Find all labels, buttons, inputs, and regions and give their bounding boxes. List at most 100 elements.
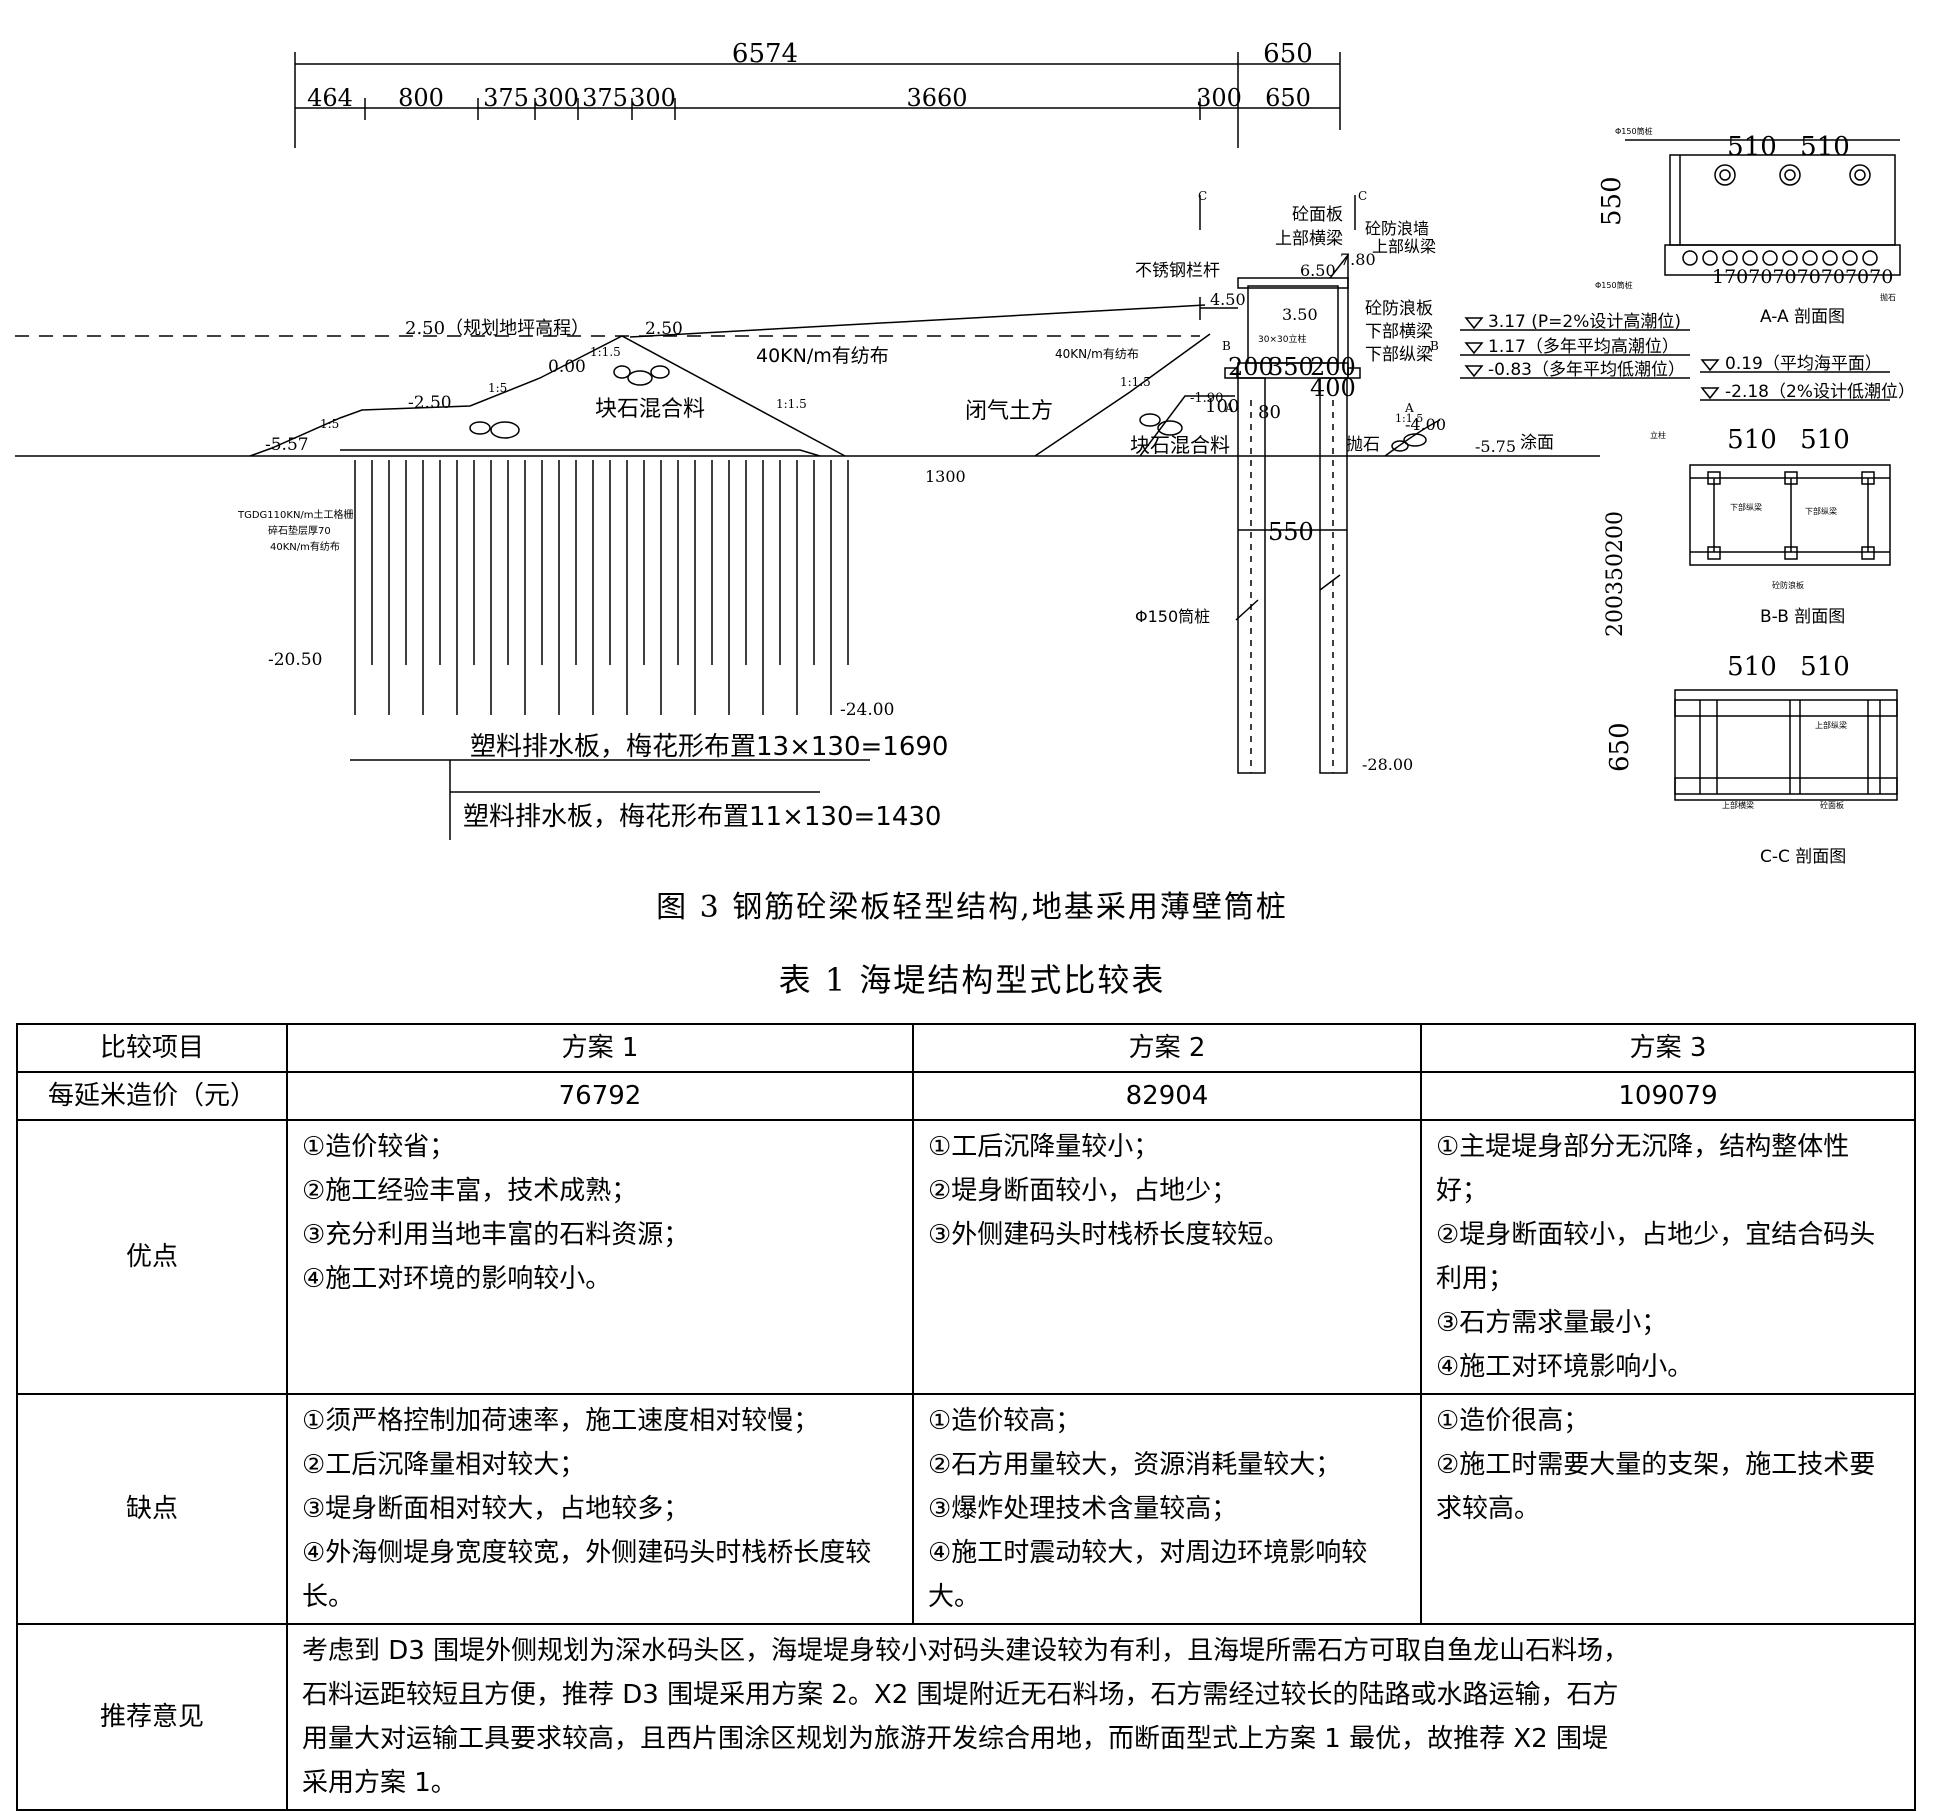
label-drain-1: 塑料排水板，梅花形布置13×130=1690 (470, 732, 948, 762)
pros-plan3: ①主堤堤身部分无沉降，结构整体性好； ②堤身断面较小，占地少，宜结合码头利用； … (1420, 1119, 1916, 1395)
dim-seg: 375 (582, 84, 628, 112)
water-level-text: -0.83（多年平均低潮位） (1488, 360, 1685, 380)
elevation-labels: 2.50（规划地坪高程） 2.50 -2.50 0.00 -5.57 -20.5… (265, 250, 1516, 774)
figure-caption: 图 3 钢筋砼梁板轻型结构,地基采用薄壁筒桩 (656, 890, 1288, 925)
cons-plan3: ①造价很高； ②施工时需要大量的支架，施工技术要求较高。 (1420, 1393, 1916, 1625)
label-dim-550: 550 (1268, 518, 1314, 546)
aa-dim-510b: 510 (1800, 132, 1850, 162)
list-item: ①造价很高； (1436, 1406, 1590, 1436)
label-riprap: 抛石 (1346, 435, 1380, 455)
aa-dim-510a: 510 (1727, 132, 1777, 162)
dim-seg: 650 (1265, 84, 1311, 112)
label-lower-long-beam: 下部纵梁 (1365, 345, 1433, 365)
elev-pile-bottom-left: -20.50 (268, 650, 322, 670)
label-closure-earth: 闭气土方 (965, 399, 1053, 424)
cc-dim-510a: 510 (1727, 652, 1777, 682)
aa-title: A-A 剖面图 (1760, 307, 1845, 327)
list-item: ②堤身断面较小，占地少； (928, 1176, 1238, 1206)
aa-dim-550: 550 (1597, 176, 1627, 226)
header-cell: 比较项目 (16, 1023, 288, 1073)
list-item: ①主堤堤身部分无沉降，结构整体性好； (1436, 1132, 1850, 1206)
label-pile: Φ150筒桩 (1135, 607, 1210, 626)
bb-label-lower-long-2: 下部纵梁 (1805, 506, 1837, 516)
bb-label-lower-long: 下部纵梁 (1730, 502, 1762, 512)
list-item: ③充分利用当地丰富的石料资源； (302, 1220, 690, 1250)
bb-dim-side: 200350200 (1603, 511, 1628, 637)
paragraph-line: 用量大对运输工具要求较高，且西片围涂区规划为旅游开发综合用地，而断面型式上方案 … (302, 1724, 1608, 1754)
label-lower-beam: 下部横梁 (1365, 322, 1433, 342)
bb-label-column: 立柱 (1650, 430, 1666, 440)
header-cell: 方案 2 (912, 1023, 1422, 1073)
cost-plan1: 76792 (286, 1071, 914, 1121)
embankment-profile (249, 335, 846, 457)
row-label-cons: 缺点 (16, 1393, 288, 1625)
label-dim-80: 80 (1258, 402, 1281, 423)
cc-label-deck: 砼面板 (1820, 800, 1844, 810)
list-item: ②施工时需要大量的支架，施工技术要求较高。 (1436, 1450, 1876, 1524)
bb-label-wave: 砼防浪板 (1772, 580, 1804, 590)
table-header-row: 比较项目 方案 1 方案 2 方案 3 (16, 1023, 1916, 1073)
dim-overall-right: 650 (1263, 39, 1313, 69)
section-mark-a2: A (1404, 401, 1414, 415)
elev-berm-left: -2.50 (408, 393, 452, 413)
list-item: ③外侧建码头时栈桥长度较短。 (928, 1220, 1290, 1250)
elev-450: 4.50 (1210, 290, 1246, 309)
list-item: ①须严格控制加荷速率，施工速度相对较慢； (302, 1406, 820, 1436)
cons-plan2: ①造价较高； ②石方用量较大，资源消耗量较大； ③爆炸处理技术含量较高； ④施工… (912, 1393, 1422, 1625)
table-row-cons: 缺点 ①须严格控制加荷速率，施工速度相对较慢； ②工后沉降量相对较大； ③堤身断… (16, 1393, 1916, 1625)
elev-neg575: -5.75 (1475, 437, 1516, 456)
list-item: ②堤身断面较小，占地少，宜结合码头利用； (1436, 1220, 1876, 1294)
section-mark-b2: B (1430, 339, 1439, 353)
elev-toe-left: -5.57 (265, 435, 309, 455)
label-dim-400: 400 (1310, 374, 1356, 402)
elev-neg190: -1.90 (1190, 391, 1223, 406)
cc-label-upper-beam: 上部横梁 (1722, 800, 1754, 810)
label-upper-long-beam: 上部纵梁 (1372, 237, 1436, 256)
dim-seg: 3660 (906, 84, 967, 112)
aa-code-row: 170707070707070 (1712, 266, 1893, 288)
paragraph-line: 采用方案 1。 (302, 1768, 457, 1798)
label-drain-2: 塑料排水板，梅花形布置11×130=1430 (463, 802, 941, 832)
drain-boards (354, 460, 849, 715)
list-item: ②石方用量较大，资源消耗量较大； (928, 1450, 1342, 1480)
section-mark-c: C (1198, 189, 1207, 203)
label-geotextile-c: 40KN/m有纺布 (270, 540, 340, 553)
elev-drain-bottom: -24.00 (840, 700, 894, 720)
dim-seg: 300 (1196, 84, 1242, 112)
label-railing: 不锈钢栏杆 (1135, 261, 1220, 281)
cc-title: C-C 剖面图 (1760, 847, 1846, 867)
slope-label: 1:5 (488, 381, 507, 395)
cc-label-upper-long: 上部纵梁 (1815, 720, 1847, 730)
section-cc: 510 510 650 上部纵梁 上部横梁 砼面板 C-C 剖面图 (1605, 652, 1898, 867)
pros-plan1: ①造价较省； ②施工经验丰富，技术成熟； ③充分利用当地丰富的石料资源； ④施工… (286, 1119, 914, 1395)
row-label-pros: 优点 (16, 1119, 288, 1395)
section-mark-c2: C (1358, 189, 1367, 203)
label-dim-200: 200 (1228, 353, 1274, 381)
label-upper-beam: 上部横梁 (1275, 229, 1343, 249)
table-row-recommendation: 推荐意见 考虑到 D3 围堤外侧规划为深水码头区，海堤堤身较小对码头建设较为有利… (16, 1623, 1916, 1811)
water-level-markers (1460, 317, 1890, 401)
aa-pile-label-2: Φ150筒桩 (1595, 280, 1633, 290)
label-dim-200b: 200 (1310, 353, 1356, 381)
list-item: ④施工对环境影响小。 (1436, 1352, 1694, 1382)
section-bb: 510 510 200350200 立柱 下部纵梁 下部纵梁 砼防浪板 B-B … (1603, 425, 1891, 637)
pile-structure (1199, 195, 1361, 774)
list-item: ①工后沉降量较小； (928, 1132, 1160, 1162)
dim-seg: 464 (307, 84, 353, 112)
table-row-cost: 每延米造价（元） 76792 82904 109079 (16, 1071, 1916, 1121)
elev-plan-ground: 2.50（规划地坪高程） (405, 318, 589, 339)
section-mark-a: A (1224, 401, 1234, 415)
label-deck: 砼面板 (1292, 205, 1343, 225)
component-labels: 40KN/m有纺布 40KN/m有纺布 块石混合料 块石混合料 闭气土方 130… (237, 189, 1554, 832)
elev-crest: 2.50 (645, 319, 683, 339)
aa-side-label: 抛石 (1880, 292, 1896, 302)
slope-label: 1:1.5 (590, 345, 621, 359)
paragraph-line: 考虑到 D3 围堤外侧规划为深水码头区，海堤堤身较小对码头建设较为有利，且海堤所… (302, 1636, 1630, 1666)
list-item: ④施工对环境的影响较小。 (302, 1264, 612, 1294)
slope-label: 1:1.5 (1395, 412, 1423, 425)
water-level-text: -2.18（2%设计低潮位） (1725, 382, 1915, 402)
elev-780: 7.80 (1340, 250, 1376, 269)
label-gravel: 碎石垫层厚70 (268, 524, 331, 537)
list-item: ③堤身断面相对较大，占地较多； (302, 1494, 690, 1524)
